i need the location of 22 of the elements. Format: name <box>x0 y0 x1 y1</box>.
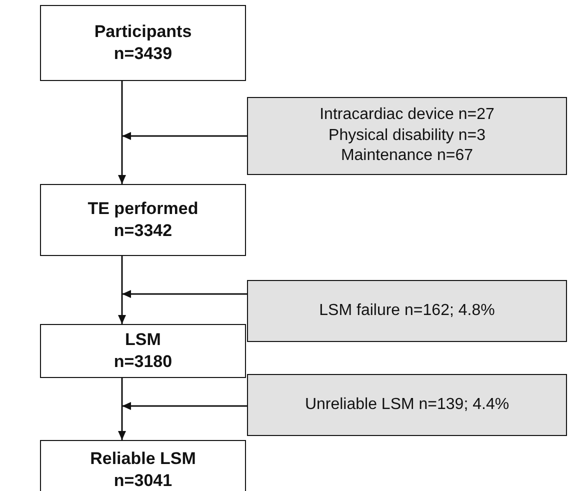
box-text: Physical disability n=3 <box>328 126 486 146</box>
box-text: Unreliable LSM n=139; 4.4% <box>304 394 510 415</box>
process-box <box>40 184 246 256</box>
arrow <box>122 132 247 140</box>
box-text: TE performed n=3342 <box>86 198 200 242</box>
box-text: Intracardiac device n=27 <box>320 104 494 125</box>
exclusion-box <box>247 280 567 342</box>
exclusion-box <box>247 97 567 175</box>
arrow <box>122 290 247 298</box>
box-text: LSM n=3180 <box>112 328 174 373</box>
box-text: Maintenance n=67 <box>340 146 474 166</box>
arrow <box>118 81 126 184</box>
arrow <box>122 402 247 410</box>
box-text: Reliable LSM n=3041 <box>89 448 197 491</box>
exclusion-box <box>247 374 567 436</box>
box-text: Participants n=3439 <box>93 20 193 65</box>
process-box <box>40 324 246 378</box>
process-box <box>40 440 246 491</box>
box-text: LSM failure n=162; 4.8% <box>319 300 495 321</box>
arrow <box>118 256 126 324</box>
arrow <box>118 378 126 440</box>
process-box <box>40 5 246 81</box>
